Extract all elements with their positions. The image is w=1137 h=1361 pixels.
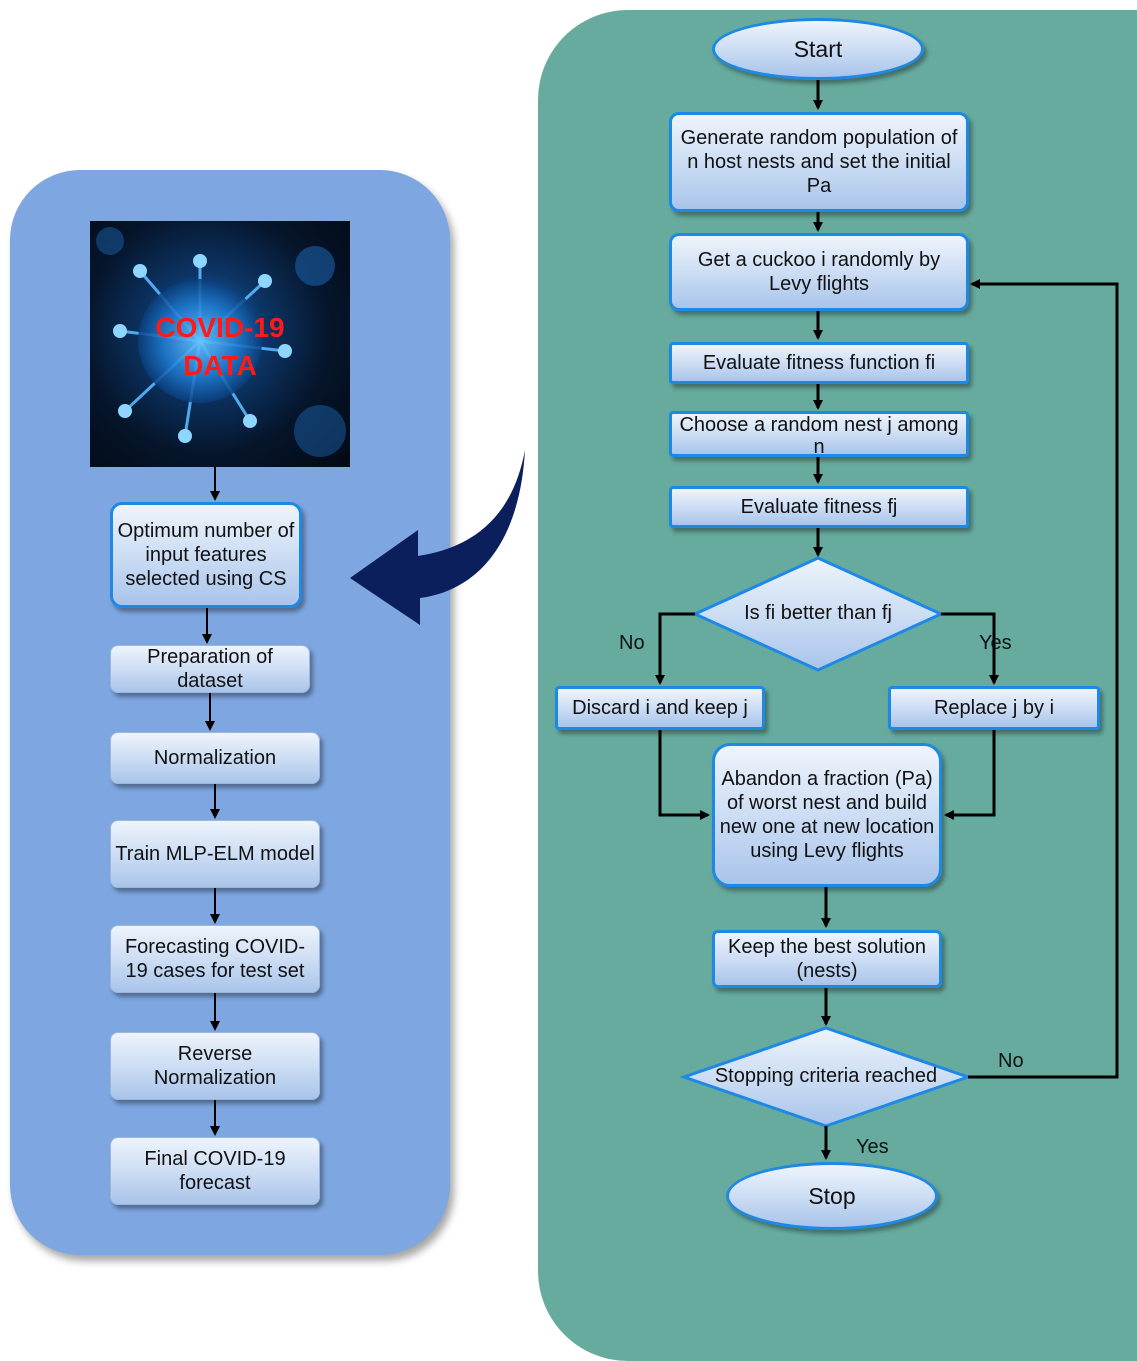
step-abandon-fraction: Abandon a fraction (Pa) of worst nest an… <box>712 743 942 887</box>
step-discard: Discard i and keep j <box>555 686 765 730</box>
step-choose-nest: Choose a random nest j among n <box>669 411 969 457</box>
virus-illustration <box>96 227 346 457</box>
branch-yes-label: Yes <box>979 632 1012 654</box>
loop-no-label: No <box>998 1050 1024 1072</box>
covid-image-caption: COVID-19 DATA <box>90 309 350 385</box>
step-data-preparation: Preparation of dataset <box>110 645 310 693</box>
step-keep-best: Keep the best solution (nests) <box>712 930 942 988</box>
step-feature-selection: Optimum number of input features selecte… <box>110 502 302 608</box>
step-evaluate-fj: Evaluate fitness fj <box>669 486 969 528</box>
decision-fitness-label: Is fi better than fj <box>744 602 892 624</box>
start-node: Start <box>712 18 924 80</box>
branch-no-label: No <box>619 632 645 654</box>
step-generate-population: Generate random population of n host nes… <box>669 112 969 212</box>
covid-text-line1: COVID-19 <box>155 312 285 343</box>
decision-stopping-label: Stopping criteria reached <box>714 1065 938 1087</box>
covid-virus-image: COVID-19 DATA <box>90 221 350 467</box>
step-get-cuckoo: Get a cuckoo i randomly by Levy flights <box>669 233 969 311</box>
stop-node: Stop <box>726 1162 938 1230</box>
step-normalization: Normalization <box>110 732 320 784</box>
step-forecast-test: Forecasting COVID-19 cases for test set <box>110 925 320 993</box>
step-reverse-normalization: Reverse Normalization <box>110 1032 320 1100</box>
exit-yes-label: Yes <box>856 1136 889 1158</box>
step-evaluate-fi: Evaluate fitness function fi <box>669 342 969 384</box>
step-train-model: Train MLP-ELM model <box>110 820 320 888</box>
covid-text-line2: DATA <box>183 350 257 381</box>
step-final-forecast: Final COVID-19 forecast <box>110 1137 320 1205</box>
step-replace: Replace j by i <box>888 686 1100 730</box>
